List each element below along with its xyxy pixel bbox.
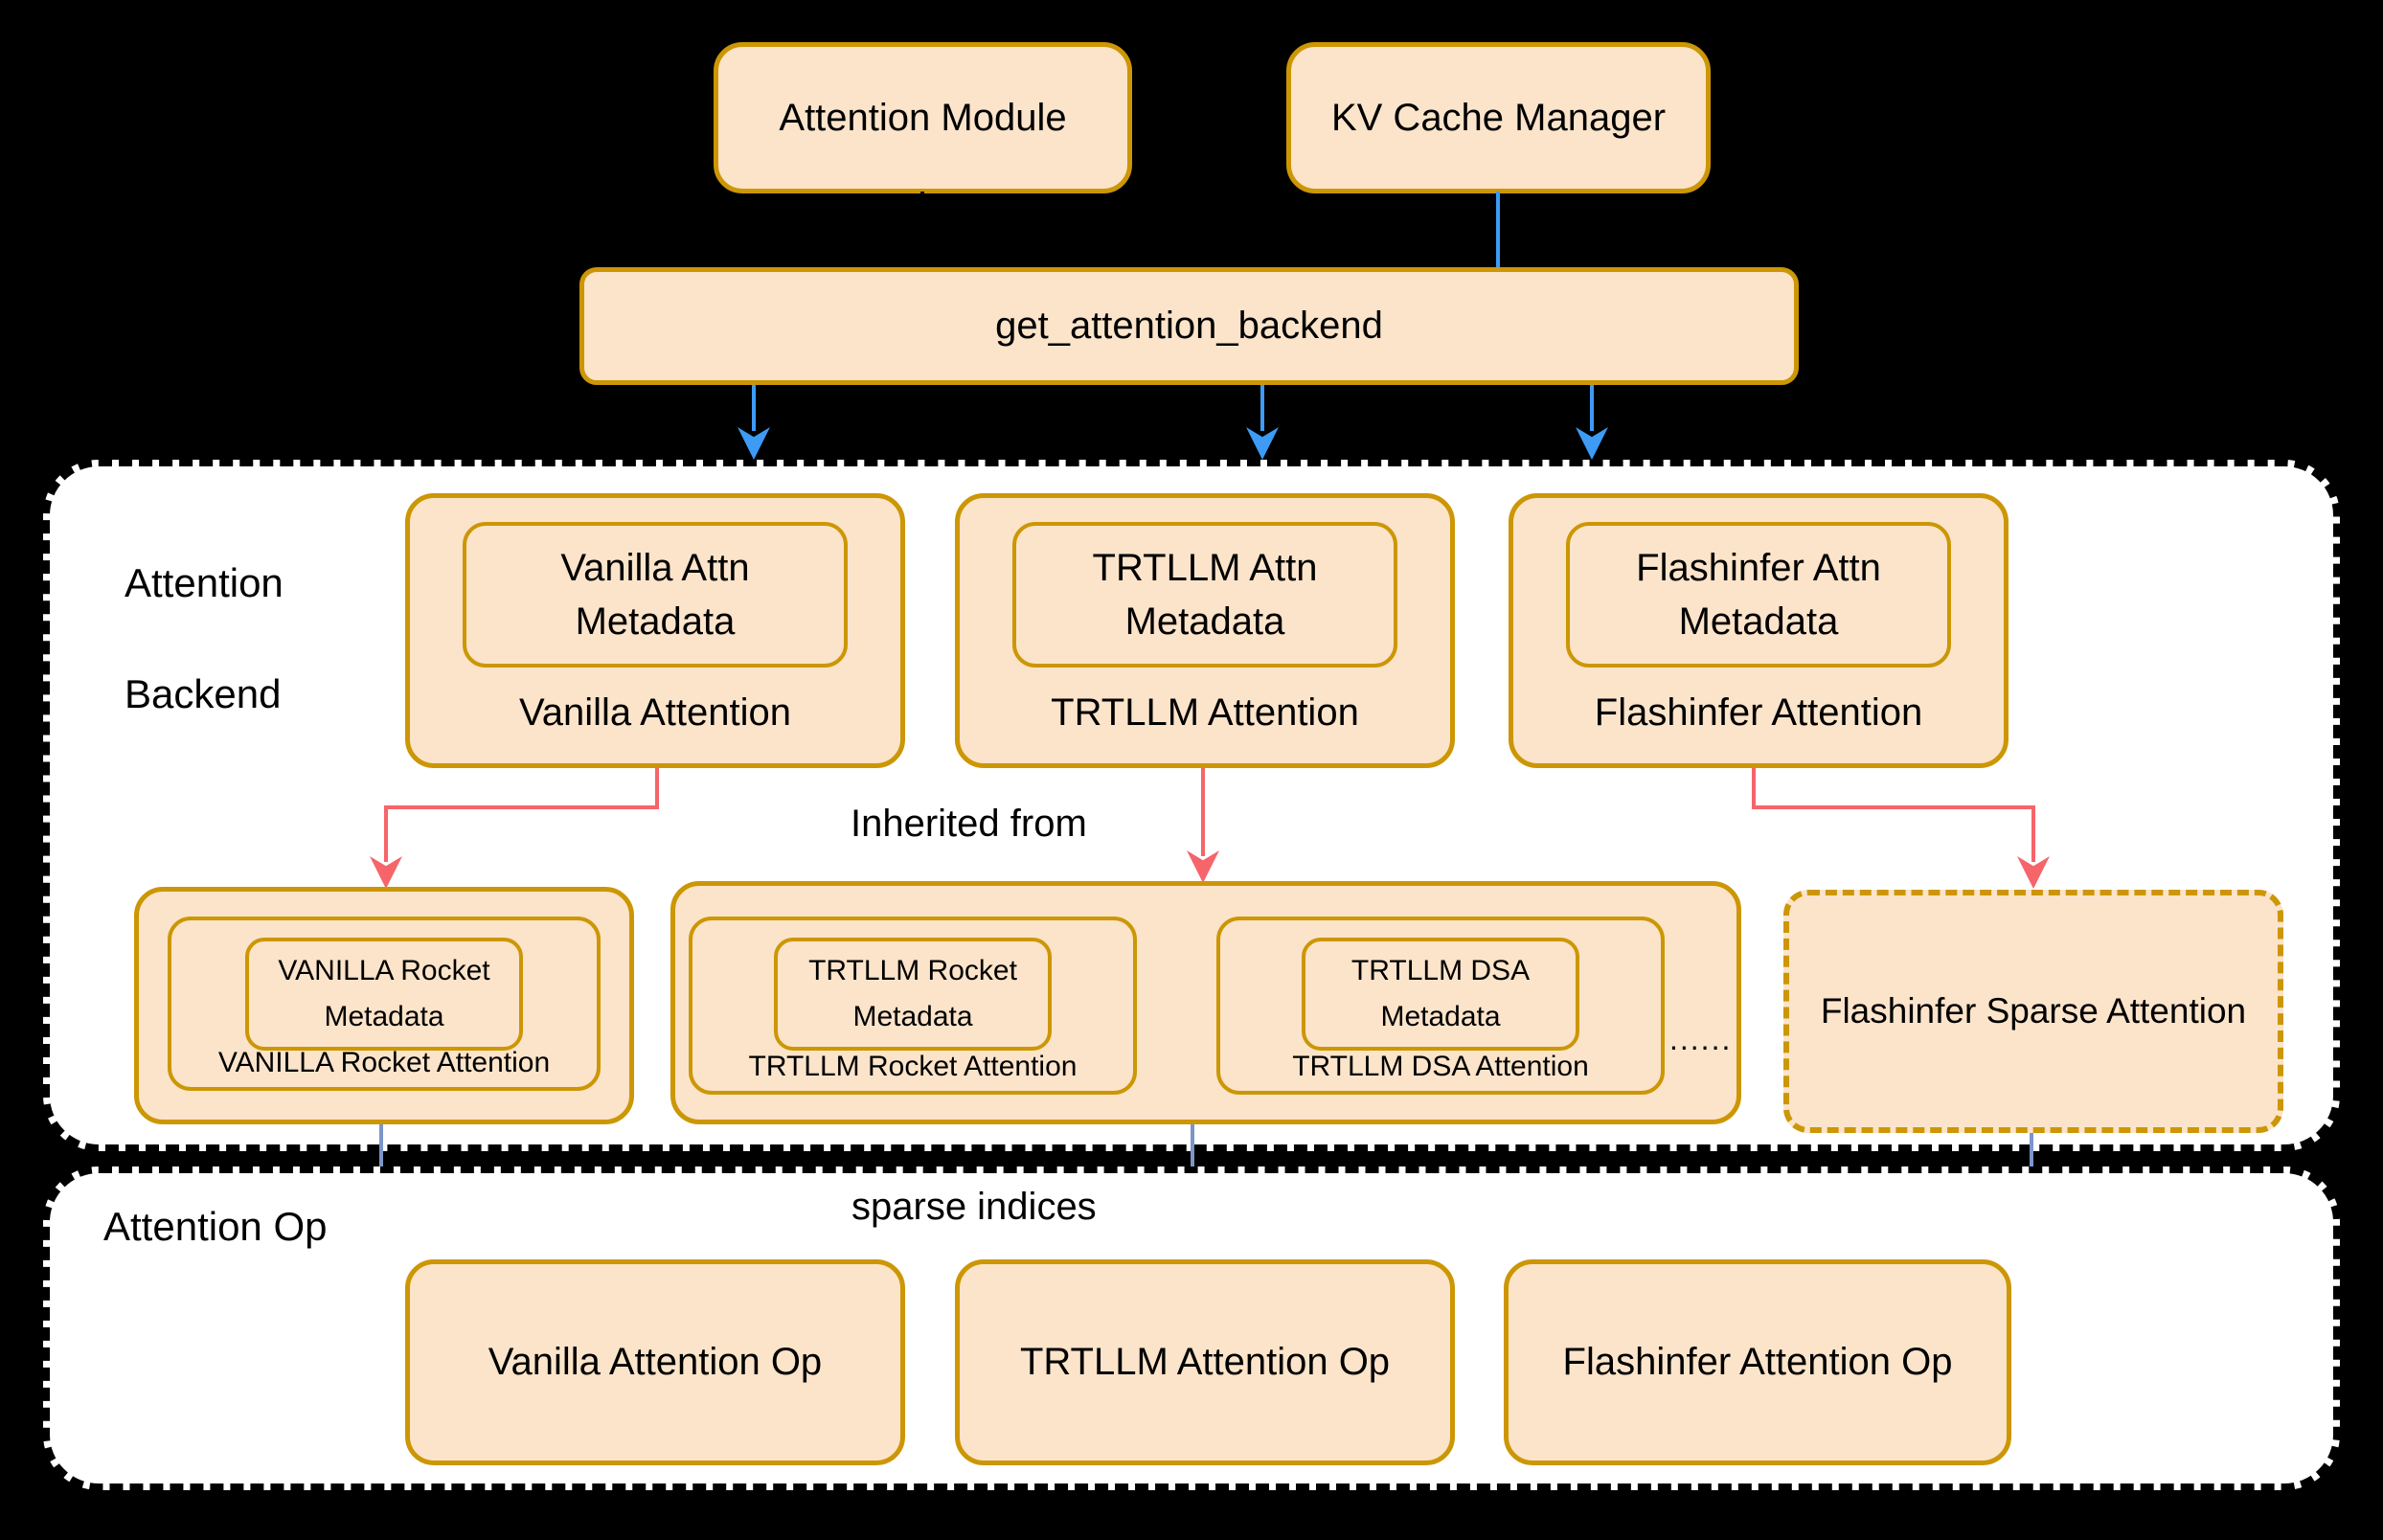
slate-arrow-vanilla-seg1: [379, 1124, 383, 1191]
red-arrow-vanilla-seg2: [384, 805, 659, 809]
get-attention-backend-label: get_attention_backend: [995, 305, 1383, 347]
red-arrow-flashinfer-seg3: [2031, 805, 2035, 862]
trtllm-rocket-attention-box: TRTLLM Rocket Metadata TRTLLM Rocket Att…: [689, 917, 1137, 1095]
trtllm-dsa-attention-label: TRTLLM DSA Attention: [1292, 1051, 1589, 1082]
blue-arrow-shaft-trtllm: [1260, 385, 1264, 431]
get-attention-backend-box: get_attention_backend: [579, 267, 1799, 385]
trtllm-dsa-metadata-line2: Metadata: [1380, 1001, 1501, 1032]
flashinfer-attn-metadata-box: Flashinfer Attn Metadata: [1566, 522, 1951, 668]
red-arrow-trtllm-seg: [1201, 768, 1205, 856]
trtllm-attention-label: TRTLLM Attention: [1051, 691, 1359, 734]
vanilla-attention-label: Vanilla Attention: [519, 691, 791, 734]
sparse-indices-label: sparse indices: [851, 1186, 1097, 1228]
attention-module-box: Attention Module: [714, 42, 1132, 193]
vanilla-rocket-attention-label: VANILLA Rocket Attention: [217, 1047, 551, 1078]
trtllm-rocket-attention-label: TRTLLM Rocket Attention: [748, 1051, 1078, 1082]
trtllm-dsa-metadata-box: TRTLLM DSA Metadata: [1302, 938, 1579, 1051]
trtllm-dsa-metadata-line1: TRTLLM DSA: [1350, 955, 1531, 986]
vanilla-attn-metadata-line2: Metadata: [575, 600, 736, 643]
vanilla-rocket-metadata-line1: VANILLA Rocket: [278, 955, 490, 986]
trtllm-attention-box: TRTLLM Attn Metadata TRTLLM Attention: [955, 493, 1455, 768]
vanilla-attn-metadata-box: Vanilla Attn Metadata: [463, 522, 848, 668]
vanilla-attention-op-label: Vanilla Attention Op: [488, 1341, 823, 1383]
flashinfer-attn-metadata-line2: Metadata: [1678, 600, 1839, 643]
backend-section-title-line1: Attention: [125, 560, 284, 605]
vanilla-rocket-metadata-line2: Metadata: [324, 1001, 444, 1032]
flashinfer-sparse-attention-box: Flashinfer Sparse Attention: [1783, 890, 2283, 1133]
vanilla-attention-box: Vanilla Attn Metadata Vanilla Attention: [405, 493, 905, 768]
slate-arrow-flashinfer-seg1: [2030, 1133, 2033, 1191]
flashinfer-attention-op-box: Flashinfer Attention Op: [1504, 1259, 2011, 1465]
red-arrow-flashinfer-seg2: [1752, 805, 2035, 809]
vanilla-rocket-outer-box: VANILLA Rocket Metadata VANILLA Rocket A…: [134, 887, 634, 1124]
backend-section-title-line2: Backend: [125, 671, 282, 716]
kv-cache-manager-box: KV Cache Manager: [1286, 42, 1711, 193]
trtllm-attn-metadata-box: TRTLLM Attn Metadata: [1012, 522, 1397, 668]
trtllm-attention-op-box: TRTLLM Attention Op: [955, 1259, 1455, 1465]
op-section-title: Attention Op: [103, 1204, 328, 1249]
vanilla-rocket-attention-box: VANILLA Rocket Metadata VANILLA Rocket A…: [168, 917, 601, 1091]
trtllm-attention-op-label: TRTLLM Attention Op: [1019, 1341, 1391, 1383]
trtllm-dsa-attention-box: TRTLLM DSA Metadata TRTLLM DSA Attention: [1216, 917, 1665, 1095]
blue-arrow-shaft-vanilla: [752, 385, 756, 431]
flashinfer-attention-box: Flashinfer Attn Metadata Flashinfer Atte…: [1509, 493, 2009, 768]
flashinfer-attention-label: Flashinfer Attention: [1594, 691, 1923, 734]
trtllm-attn-metadata-line1: TRTLLM Attn: [1092, 547, 1318, 589]
backend-section-title: Attention Backend: [125, 500, 284, 778]
kv-cache-manager-label: KV Cache Manager: [1330, 96, 1667, 139]
flashinfer-sparse-attention-label: Flashinfer Sparse Attention: [1820, 991, 2247, 1030]
red-arrow-vanilla-seg1: [655, 768, 659, 809]
blue-arrowhead-trtllm: [1246, 427, 1279, 460]
red-arrow-flashinfer-seg1: [1752, 768, 1756, 809]
inherited-from-label: Inherited from: [851, 803, 1087, 845]
more-backends-ellipsis: ......: [1669, 1022, 1733, 1056]
flashinfer-attention-op-label: Flashinfer Attention Op: [1562, 1341, 1953, 1383]
vanilla-attention-op-box: Vanilla Attention Op: [405, 1259, 905, 1465]
attention-module-connector-line: [920, 192, 924, 268]
vanilla-attn-metadata-line1: Vanilla Attn: [560, 547, 750, 589]
blue-arrow-shaft-flashinfer: [1590, 385, 1594, 431]
blue-arrowhead-flashinfer: [1576, 427, 1608, 460]
red-arrow-vanilla-seg3: [384, 805, 388, 862]
trtllm-rocket-metadata-line2: Metadata: [852, 1001, 973, 1032]
trtllm-attn-metadata-line2: Metadata: [1124, 600, 1285, 643]
blue-arrowhead-vanilla: [738, 427, 770, 460]
trtllm-derived-group-box: TRTLLM Rocket Metadata TRTLLM Rocket Att…: [670, 881, 1741, 1124]
trtllm-rocket-metadata-line1: TRTLLM Rocket: [808, 955, 1017, 986]
vanilla-rocket-metadata-box: VANILLA Rocket Metadata: [245, 938, 523, 1051]
attention-module-label: Attention Module: [779, 96, 1067, 139]
flashinfer-attn-metadata-line1: Flashinfer Attn: [1636, 547, 1881, 589]
kv-cache-connector-line: [1496, 192, 1500, 268]
trtllm-rocket-metadata-box: TRTLLM Rocket Metadata: [774, 938, 1052, 1051]
